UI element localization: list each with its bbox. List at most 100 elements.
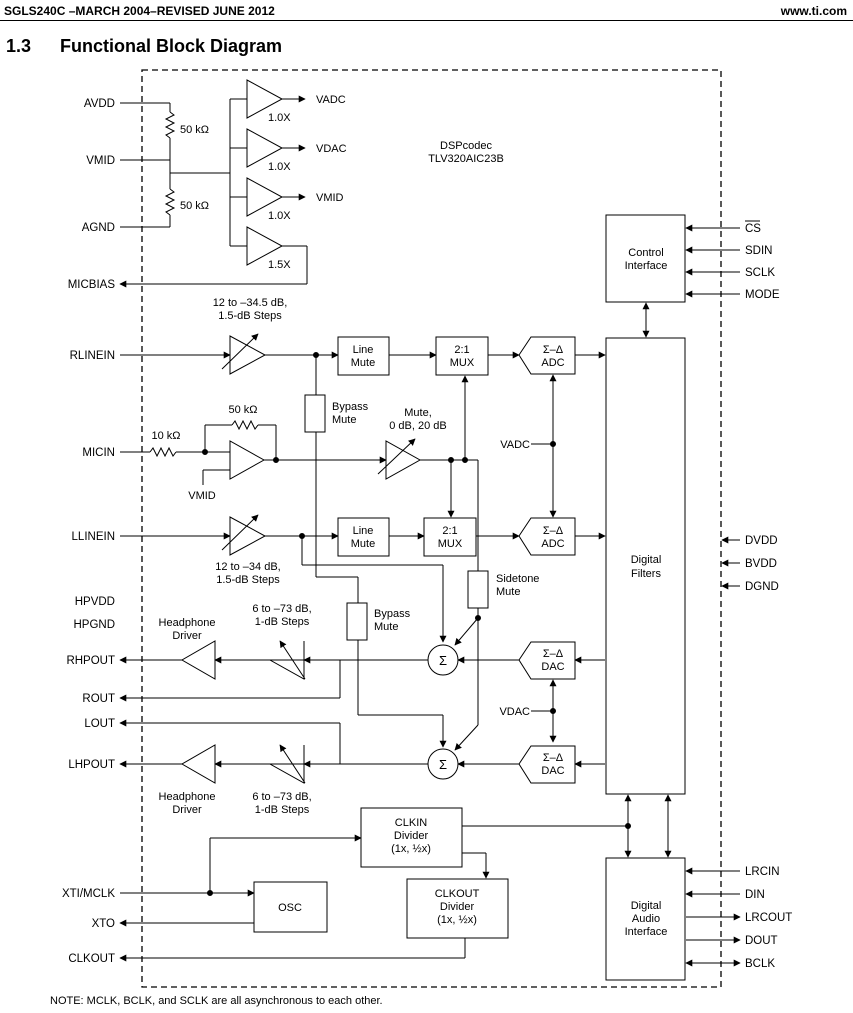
dai-label-3: Interface [625, 926, 668, 938]
pin-rlinein: RLINEIN [70, 350, 115, 362]
dac-r-1: Σ–Δ [543, 648, 564, 660]
bypass-mute-l [346, 602, 368, 641]
pin-rout: ROUT [82, 693, 115, 705]
control-interface-block [605, 214, 686, 303]
pin-dgnd: DGND [745, 581, 779, 593]
line-mute-l-2: Mute [351, 538, 375, 550]
dai-label-2: Audio [632, 913, 660, 925]
website-link[interactable]: www.ti.com [780, 4, 847, 18]
summer-r-label: Σ [439, 653, 447, 668]
sidetone-mute-block [467, 570, 489, 609]
clkout-divider-2: Divider [440, 901, 475, 913]
gain-label-3: 1.0X [268, 210, 291, 222]
digital-filters-label-2: Filters [631, 568, 661, 580]
buffer-vmid [246, 177, 284, 217]
vadc-out-label: VADC [316, 94, 346, 106]
pin-dout: DOUT [745, 935, 778, 947]
hp-gain-bottom-1: 6 to –73 dB, [252, 791, 311, 803]
pin-sclk: SCLK [745, 267, 775, 279]
chip-boundary [141, 69, 722, 988]
bypass-mute-l-1: Bypass [374, 608, 411, 620]
hp-volume-l [268, 745, 305, 784]
hp-driver-bottom-2: Driver [172, 804, 202, 816]
vdac-node-label: VDAC [499, 706, 530, 718]
pin-hpgnd: HPGND [73, 619, 115, 631]
hp-gain-top-2: 1-dB Steps [255, 616, 310, 628]
rline-gain-1: 12 to –34.5 dB, [213, 297, 288, 309]
mux-l-2: MUX [438, 538, 463, 550]
line-mute-l [337, 517, 390, 557]
pin-lout: LOUT [84, 718, 115, 730]
dac-l [518, 745, 576, 784]
hp-driver-bottom-1: Headphone [159, 791, 216, 803]
mic-r-feedback-label: 50 kΩ [228, 404, 257, 416]
control-interface-label-1: Control [628, 247, 663, 259]
adc-r-1: Σ–Δ [543, 344, 564, 356]
pin-mode: MODE [745, 289, 780, 301]
pin-lrcout: LRCOUT [745, 912, 792, 924]
mux-r [435, 336, 489, 376]
gain-label-4: 1.5X [268, 259, 291, 271]
adc-l-2: ADC [541, 538, 564, 550]
hp-driver-top-1: Headphone [159, 617, 216, 629]
pin-micbias: MICBIAS [68, 279, 116, 291]
pin-vmid: VMID [86, 155, 115, 167]
digital-filters-block [605, 337, 686, 795]
bypass-mute-r [304, 394, 326, 433]
pin-clkout: CLKOUT [68, 953, 115, 965]
adc-l-1: Σ–Δ [543, 525, 564, 537]
clkin-divider-2: Divider [394, 830, 429, 842]
pin-din: DIN [745, 889, 765, 901]
pin-llinein: LLINEIN [72, 531, 115, 543]
buffer-vdac [246, 128, 284, 168]
resistor-50k-bottom [164, 188, 176, 216]
summer-l-label: Σ [439, 757, 447, 772]
pin-xti-mclk: XTI/MCLK [62, 888, 115, 900]
hp-driver-r [180, 640, 216, 680]
section-title: Functional Block Diagram [60, 36, 283, 56]
clkin-divider-1: CLKIN [395, 817, 427, 829]
line-mute-r-2: Mute [351, 357, 375, 369]
page-header: SGLS240C –MARCH 2004–REVISED JUNE 2012 w… [0, 0, 853, 22]
clkout-divider-3: (1x, ½x) [437, 914, 477, 926]
digital-filters-label-1: Digital [631, 554, 662, 566]
gain-label-2: 1.0X [268, 161, 291, 173]
mic-mute-amp [385, 440, 422, 480]
bias-r-top-label: 50 kΩ [180, 124, 209, 136]
hp-volume-r [268, 641, 305, 680]
control-interface-label-2: Interface [625, 260, 668, 272]
buffer-vadc [246, 79, 284, 119]
clkin-divider-3: (1x, ½x) [391, 843, 431, 855]
pin-dvdd: DVDD [745, 535, 778, 547]
pin-xto: XTO [92, 918, 115, 930]
resistor-50k-feedback [231, 419, 259, 431]
dac-l-2: DAC [541, 765, 564, 777]
dac-r-2: DAC [541, 661, 564, 673]
bias-r-bottom-label: 50 kΩ [180, 200, 209, 212]
mic-r-in-label: 10 kΩ [151, 430, 180, 442]
pin-micin: MICIN [82, 447, 115, 459]
pin-sdin: SDIN [745, 245, 772, 257]
dac-r [518, 641, 576, 680]
mic-mute-2: 0 dB, 20 dB [389, 420, 447, 432]
pin-hpvdd: HPVDD [75, 596, 115, 608]
bypass-mute-r-1: Bypass [332, 401, 369, 413]
line-mute-r [337, 336, 390, 376]
pin-bclk: BCLK [745, 958, 775, 970]
pga-llinein [229, 516, 267, 556]
hp-driver-top-2: Driver [172, 630, 202, 642]
pin-agnd: AGND [82, 222, 115, 234]
chip-name-2: TLV320AIC23B [428, 153, 504, 165]
bypass-mute-l-2: Mute [374, 621, 398, 633]
pin-cs: CS [745, 223, 761, 235]
lline-gain-1: 12 to –34 dB, [215, 561, 280, 573]
clkout-divider-block [406, 878, 509, 939]
mic-vmid-label: VMID [188, 490, 216, 502]
hp-gain-bottom-2: 1-dB Steps [255, 804, 310, 816]
vmid-out-label: VMID [316, 192, 344, 204]
digital-audio-interface-block [605, 857, 686, 981]
adc-r-2: ADC [541, 357, 564, 369]
hp-gain-top-1: 6 to –73 dB, [252, 603, 311, 615]
vadc-node-label: VADC [500, 439, 530, 451]
